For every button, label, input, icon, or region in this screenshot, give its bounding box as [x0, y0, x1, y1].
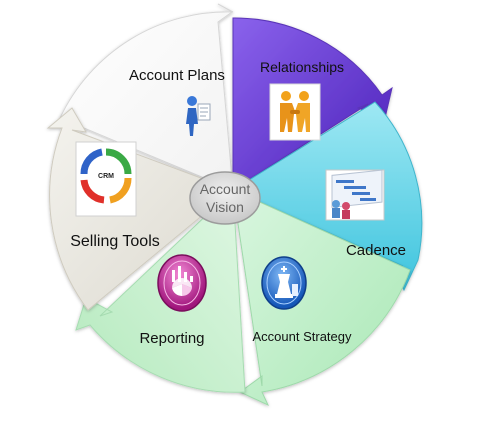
handshake-icon	[269, 83, 321, 141]
label-account-plans: Account Plans	[129, 67, 225, 84]
segment-account-plans	[59, 3, 234, 191]
label-cadence: Cadence	[346, 242, 406, 259]
label-account-strategy: Account Strategy	[253, 329, 352, 344]
crm-cycle-icon: CRM	[75, 141, 137, 217]
planner-figure-icon	[186, 96, 211, 136]
center-hub: Account Vision	[189, 171, 261, 225]
crm-badge-text: CRM	[98, 173, 114, 180]
segment-account-strategy	[232, 189, 411, 407]
gantt-chart-icon	[325, 169, 385, 221]
chart-badge-icon	[157, 254, 207, 312]
label-reporting: Reporting	[139, 330, 204, 347]
label-relationships: Relationships	[260, 59, 344, 75]
center-label-line1: Account	[200, 181, 251, 197]
label-selling-tools: Selling Tools	[70, 233, 160, 250]
chess-king-icon	[261, 256, 307, 310]
center-label-line2: Vision	[206, 199, 244, 215]
